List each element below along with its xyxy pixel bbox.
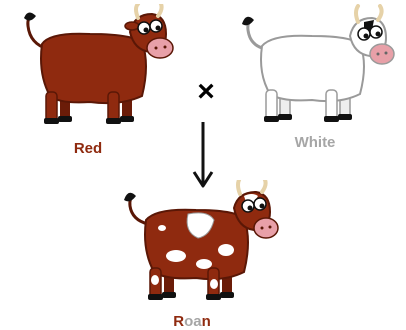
red-cow-icon bbox=[24, 4, 174, 124]
down-arrow-icon bbox=[192, 122, 214, 188]
roan-cow-icon bbox=[124, 180, 279, 300]
label-roan-r: R bbox=[173, 313, 185, 330]
label-roan: Roan bbox=[168, 314, 216, 329]
label-roan-n: n bbox=[201, 313, 211, 330]
label-white: White bbox=[294, 134, 336, 151]
cross-symbol: × bbox=[197, 75, 215, 108]
label-red: Red bbox=[73, 140, 103, 157]
label-roan-oa: oa bbox=[184, 313, 202, 330]
white-cow-icon bbox=[242, 4, 395, 122]
